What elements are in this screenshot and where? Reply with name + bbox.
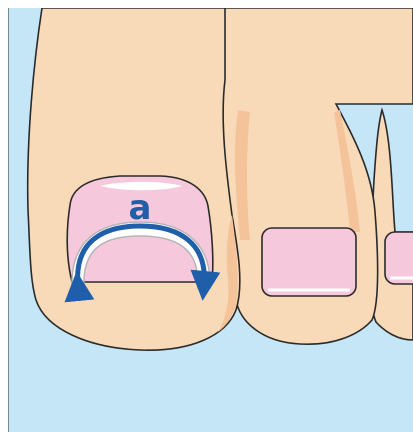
diagram-label: a bbox=[129, 188, 152, 228]
second-toe-nail bbox=[262, 228, 356, 296]
third-toe-nail bbox=[385, 232, 413, 284]
